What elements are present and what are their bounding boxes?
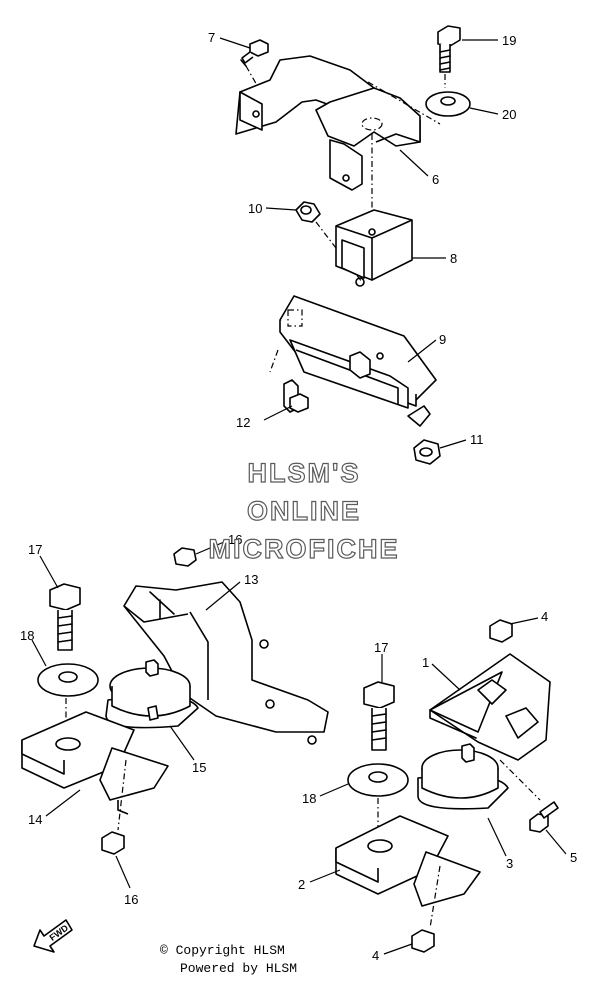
callout-17-right: 17: [374, 640, 388, 655]
callout-4-bottom: 4: [372, 948, 379, 963]
part-5-bolt: [529, 801, 559, 833]
callout-17-left: 17: [28, 542, 42, 557]
part-20-washer: [425, 91, 471, 117]
callout-10: 10: [248, 201, 262, 216]
callout-12: 12: [236, 415, 250, 430]
callout-19: 19: [502, 33, 516, 48]
callout-6: 6: [432, 172, 439, 187]
part-19-bolt: [437, 25, 461, 73]
callout-numbers: 7 19 20 6 10 8 9 12 11 16 13 17 18 15 14…: [20, 30, 577, 963]
part-17-bolt-left: [49, 583, 81, 651]
callout-18-left: 18: [20, 628, 34, 643]
callout-16-top: 16: [228, 532, 242, 547]
part-18-washer-right: [347, 763, 409, 797]
part-11-nut: [413, 439, 441, 465]
part-8-block: [335, 209, 413, 287]
part-17-bolt-right: [363, 681, 395, 751]
part-10-nut: [295, 201, 321, 223]
callout-14: 14: [28, 812, 42, 827]
part-14-bracket: [21, 711, 169, 815]
part-13-bracket: [123, 581, 329, 745]
part-4-nut-bottom: [411, 929, 435, 953]
part-6-bracket: [235, 55, 421, 191]
watermark-line-2: ONLINE: [247, 496, 361, 526]
callout-20: 20: [502, 107, 516, 122]
leader-lines: [31, 37, 567, 955]
part-15-mount: [105, 659, 199, 729]
part-3-mount: [417, 743, 509, 810]
part-7-bolt: [240, 39, 269, 67]
watermark-line-1: HLSM'S: [248, 458, 361, 488]
part-2-bracket: [335, 815, 481, 907]
part-12-bolt: [283, 379, 309, 413]
callout-11: 11: [470, 432, 484, 447]
callout-3: 3: [506, 856, 513, 871]
powered-by-text: Powered by HLSM: [180, 961, 297, 976]
callout-8: 8: [450, 251, 457, 266]
callout-15: 15: [192, 760, 206, 775]
callout-4-top: 4: [541, 609, 548, 624]
fwd-arrow-icon: FWD: [33, 919, 73, 953]
callout-18-right: 18: [302, 791, 316, 806]
part-18-washer-left: [37, 663, 99, 697]
copyright-text: © Copyright HLSM: [160, 943, 285, 958]
part-4-nut-top: [489, 619, 513, 643]
callout-16-bottom: 16: [124, 892, 138, 907]
callout-2: 2: [298, 877, 305, 892]
callout-7: 7: [208, 30, 215, 45]
part-16-nut-bottom: [101, 831, 125, 855]
part-1-bracket: [429, 653, 551, 761]
watermark-line-3: MICROFICHE: [209, 534, 400, 564]
callout-5: 5: [570, 850, 577, 865]
callout-9: 9: [439, 332, 446, 347]
watermark: HLSM'S ONLINE MICROFICHE: [208, 457, 400, 564]
callout-13: 13: [244, 572, 258, 587]
callout-1: 1: [422, 655, 429, 670]
part-9-mount: [279, 295, 437, 427]
part-16-nut-top: [173, 547, 197, 567]
